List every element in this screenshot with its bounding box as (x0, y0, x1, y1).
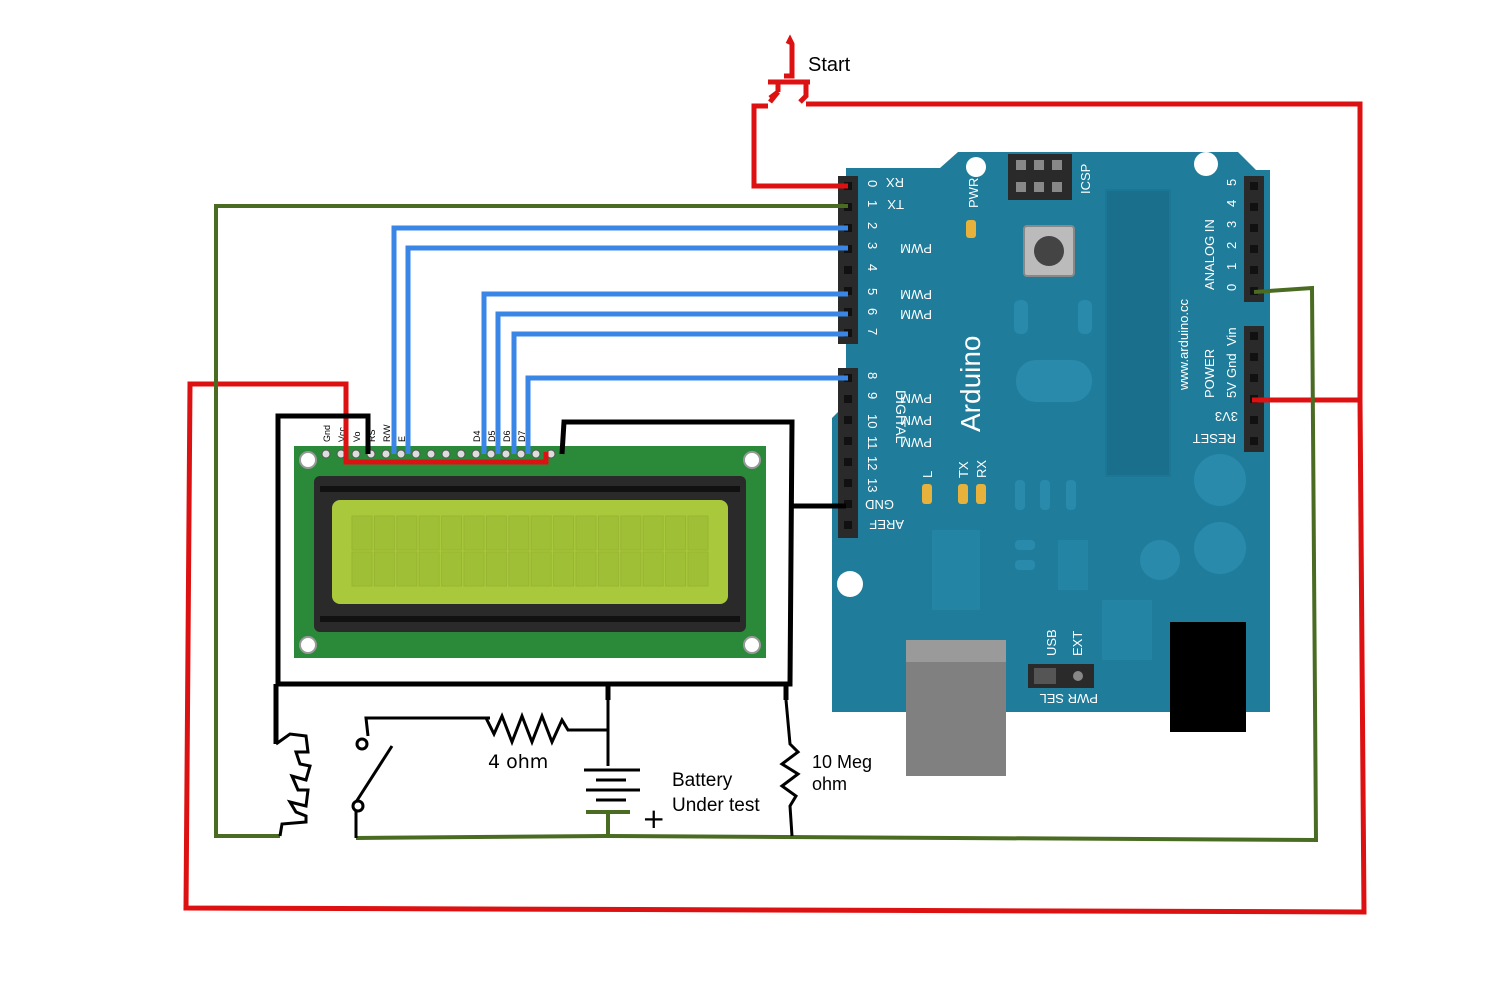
reset-pin-label: RESET (1193, 431, 1236, 446)
digital-pin-number: 8 (865, 372, 880, 379)
gnd-pin-label: GND (865, 497, 894, 512)
lcd-pin-label: Vo (352, 431, 362, 442)
lcd-pin-label: D4 (472, 430, 482, 442)
digital-pin-number: 9 (865, 392, 880, 399)
battery (584, 700, 640, 838)
lcd-module: Gnd Vcc Vo RS R/W E D4 D5 D6 D7 (294, 424, 766, 658)
tx-led-label: TX (956, 461, 971, 478)
gnd2-pin-label: Gnd (1224, 353, 1239, 378)
start-label: Start (808, 54, 851, 76)
analog-pin-number: 1 (1224, 263, 1239, 270)
pwm-label: PWM (900, 307, 932, 322)
power-label: POWER (1202, 349, 1217, 398)
digital-pin-number: 13 (865, 478, 880, 492)
analog-label: ANALOG IN (1202, 219, 1217, 290)
battery-label-2: Under test (672, 795, 760, 816)
pwr-led (966, 220, 976, 238)
vin-pin-label: Vin (1224, 327, 1239, 346)
black-wire (273, 413, 846, 744)
blue-wire (391, 225, 848, 454)
pwm-label: PWM (900, 241, 932, 256)
rx-pin-label: RX (886, 175, 904, 190)
battery-label-1: Battery (672, 770, 733, 791)
arduino-board: Arduino www.arduino.cc DIGITAL ANALOG IN… (832, 152, 1270, 776)
start-button[interactable] (768, 34, 810, 104)
usb-label: USB (1044, 629, 1059, 656)
meg-label-2: ohm (812, 774, 847, 794)
digital-pin-number: 7 (865, 328, 880, 335)
icsp-label: ICSP (1078, 164, 1093, 194)
rx-led-label: RX (974, 460, 989, 478)
pwr-sel-label: PWR SEL (1039, 691, 1098, 706)
digital-pin-number: 11 (865, 436, 880, 450)
digital-pin-number: 10 (865, 414, 880, 428)
lcd-pin-label: D5 (487, 430, 497, 442)
lcd-pin-label: D7 (517, 430, 527, 442)
lcd-pin-label: E (397, 436, 407, 442)
l-led-label: L (920, 471, 935, 478)
arduino-brand: Arduino (955, 335, 986, 432)
digital-label: DIGITAL (893, 390, 909, 444)
v33-pin-label: 3V3 (1215, 409, 1238, 424)
digital-pin-number: 12 (865, 456, 880, 470)
tx-led (958, 484, 968, 504)
red-wire (183, 101, 1367, 915)
relay-switch (351, 716, 490, 838)
lcd-pin-label: D6 (502, 430, 512, 442)
digital-pin-number: 0 (865, 180, 880, 187)
digital-pin-number: 6 (865, 308, 880, 315)
analog-pin-number: 2 (1224, 242, 1239, 249)
aref-pin-label: AREF (869, 517, 904, 532)
arduino-url: www.arduino.cc (1176, 298, 1191, 391)
lcd-pin-label: RS (367, 429, 377, 442)
pwm-label: PWM (900, 391, 932, 406)
usb-connector (906, 640, 1006, 776)
battery-plus-label: + (642, 802, 665, 835)
analog-pin-number: 3 (1224, 221, 1239, 228)
lcd-pin-label: Vcc (337, 426, 347, 442)
green-wire (214, 204, 1319, 843)
lcd-pin-label: R/W (382, 424, 392, 442)
rx-led (976, 484, 986, 504)
digital-pin-number: 3 (865, 242, 880, 249)
analog-pin-number: 5 (1224, 179, 1239, 186)
resistor-4-ohm (484, 711, 608, 747)
digital-pin-number: 4 (865, 264, 880, 271)
tx-pin-label: TX (887, 197, 904, 212)
analog-pin-number: 4 (1224, 200, 1239, 207)
resistor-10-meg (779, 699, 801, 837)
pwr-led-label: PWR (966, 178, 981, 208)
digital-pin-number: 5 (865, 288, 880, 295)
pwm-label: PWM (900, 435, 932, 450)
power-jack (1170, 622, 1246, 732)
resistor-label: 4 ohm (488, 751, 548, 773)
digital-pin-number: 2 (865, 222, 880, 229)
l-led (922, 484, 932, 504)
relay-coil (275, 732, 312, 837)
pwm-label: PWM (900, 413, 932, 428)
meg-label-1: 10 Meg (812, 752, 872, 772)
digital-pin-number: 1 (865, 200, 880, 207)
analog-pin-number: 0 (1224, 284, 1239, 291)
pwm-label: PWM (900, 287, 932, 302)
v5-pin-label: 5V (1224, 382, 1239, 398)
ext-label: EXT (1070, 631, 1085, 656)
lcd-pin-label: Gnd (322, 425, 332, 442)
